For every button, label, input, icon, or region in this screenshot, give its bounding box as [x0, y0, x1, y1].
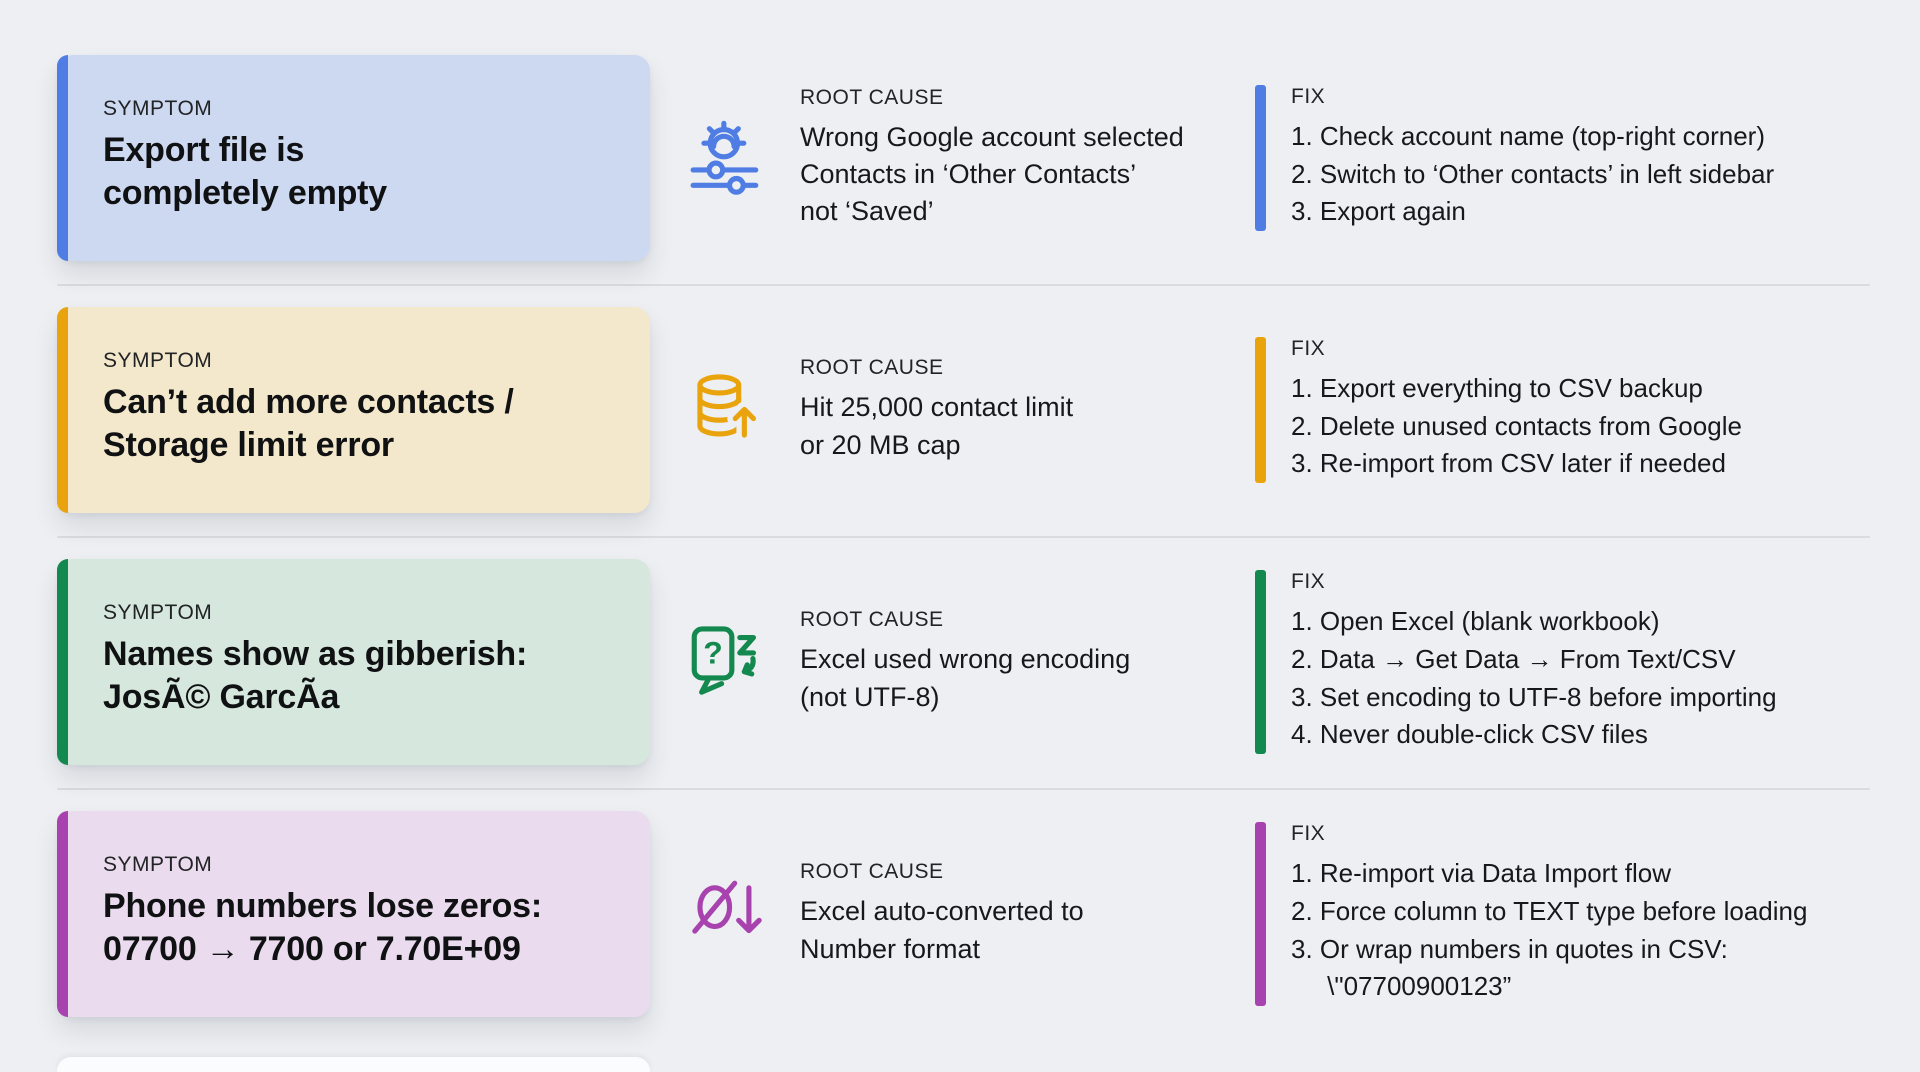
- row-divider: [57, 536, 1870, 538]
- troubleshoot-row-encoding: SYMPTOM Names show as gibberish: JosÃ© G…: [57, 559, 1870, 765]
- svg-text:?: ?: [703, 635, 722, 671]
- settings-sliders-icon: [684, 117, 766, 199]
- root-cause-icon-cell: [650, 873, 800, 955]
- troubleshoot-row-leading-zeros: SYMPTOM Phone numbers lose zeros: 07700 …: [57, 811, 1870, 1017]
- fix-step: 3. Set encoding to UTF-8 before importin…: [1291, 681, 1777, 712]
- fix-step: 3. Or wrap numbers in quotes in CSV: \"0…: [1291, 933, 1728, 1002]
- fix-step: 3. Re-import from CSV later if needed: [1291, 448, 1726, 479]
- fix-step: 2. Switch to ‘Other contacts’ in left si…: [1291, 158, 1775, 189]
- fix-accent-bar: [1255, 569, 1266, 755]
- root-cause-icon-cell: [650, 117, 800, 199]
- fix-block: FIX 1. Open Excel (blank workbook) 2. Da…: [1255, 569, 1870, 755]
- encoding-question-icon: ?: [684, 621, 766, 703]
- fix-step: 1. Open Excel (blank workbook): [1291, 605, 1660, 636]
- root-cause-text: Hit 25,000 contact limit or 20 MB cap: [800, 392, 1074, 460]
- fix-step: 1. Export everything to CSV backup: [1291, 372, 1703, 403]
- fix-block: FIX 1. Check account name (top-right cor…: [1255, 84, 1870, 232]
- partial-next-card: [57, 1057, 650, 1072]
- root-cause-block: ROOT CAUSE Excel used wrong encoding (no…: [800, 608, 1255, 716]
- symptom-title: Can’t add more contacts / Storage limit …: [103, 383, 514, 464]
- root-cause-label: ROOT CAUSE: [800, 356, 944, 380]
- fix-accent-bar: [1255, 821, 1266, 1007]
- fix-body: FIX 1. Check account name (top-right cor…: [1291, 85, 1774, 232]
- root-cause-block: ROOT CAUSE Excel auto-converted to Numbe…: [800, 860, 1255, 968]
- fix-step: 2. Force column to TEXT type before load…: [1291, 895, 1808, 926]
- root-cause-block: ROOT CAUSE Hit 25,000 contact limit or 2…: [800, 356, 1255, 464]
- symptom-title: Names show as gibberish: JosÃ© GarcÃ­a: [103, 635, 528, 716]
- fix-body: FIX 1. Export everything to CSV backup 2…: [1291, 337, 1742, 484]
- root-cause-label: ROOT CAUSE: [800, 608, 944, 632]
- fix-step: 1. Check account name (top-right corner): [1291, 120, 1765, 151]
- root-cause-icon-cell: ?: [650, 621, 800, 703]
- root-cause-label: ROOT CAUSE: [800, 860, 944, 884]
- troubleshoot-row-storage-limit: SYMPTOM Can’t add more contacts / Storag…: [57, 307, 1870, 513]
- symptom-label: SYMPTOM: [103, 349, 213, 372]
- root-cause-text: Wrong Google account selected Contacts i…: [800, 121, 1184, 227]
- symptom-label: SYMPTOM: [103, 97, 213, 120]
- root-cause-block: ROOT CAUSE Wrong Google account selected…: [800, 86, 1255, 231]
- fix-accent-bar: [1255, 84, 1266, 232]
- symptom-accent-bar: [57, 55, 68, 261]
- symptom-card: SYMPTOM Names show as gibberish: JosÃ© G…: [57, 559, 650, 765]
- troubleshoot-row-export-empty: SYMPTOM Export file is completely empty: [57, 55, 1870, 261]
- row-divider: [57, 284, 1870, 286]
- row-divider: [57, 788, 1870, 790]
- root-cause-label: ROOT CAUSE: [800, 85, 944, 109]
- fix-accent-bar: [1255, 336, 1266, 484]
- symptom-accent-bar: [57, 811, 68, 1017]
- fix-label: FIX: [1291, 569, 1326, 593]
- symptom-card: SYMPTOM Phone numbers lose zeros: 07700 …: [57, 811, 650, 1017]
- fix-block: FIX 1. Re-import via Data Import flow 2.…: [1255, 821, 1870, 1007]
- symptom-label: SYMPTOM: [103, 853, 213, 876]
- fix-body: FIX 1. Re-import via Data Import flow 2.…: [1291, 822, 1807, 1007]
- fix-step: 4. Never double-click CSV files: [1291, 719, 1648, 750]
- symptom-accent-bar: [57, 559, 68, 765]
- symptom-accent-bar: [57, 307, 68, 513]
- root-cause-text: Excel used wrong encoding (not UTF-8): [800, 644, 1131, 712]
- fix-block: FIX 1. Export everything to CSV backup 2…: [1255, 336, 1870, 484]
- fix-step: 1. Re-import via Data Import flow: [1291, 857, 1672, 888]
- fix-label: FIX: [1291, 821, 1326, 845]
- fix-label: FIX: [1291, 84, 1326, 108]
- symptom-card: SYMPTOM Export file is completely empty: [57, 55, 650, 261]
- symptom-title: Export file is completely empty: [103, 131, 388, 212]
- fix-step: 2. Delete unused contacts from Google: [1291, 410, 1742, 441]
- database-limit-icon: [684, 369, 766, 451]
- zero-slash-arrow-icon: [684, 873, 766, 955]
- fix-step: 3. Export again: [1291, 196, 1466, 227]
- symptom-label: SYMPTOM: [103, 601, 213, 624]
- fix-label: FIX: [1291, 336, 1326, 360]
- fix-step: 2. Data → Get Data → From Text/CSV: [1291, 643, 1736, 674]
- symptom-title: Phone numbers lose zeros: 07700 → 7700 o…: [103, 887, 542, 968]
- fix-body: FIX 1. Open Excel (blank workbook) 2. Da…: [1291, 570, 1777, 755]
- root-cause-text: Excel auto-converted to Number format: [800, 896, 1084, 964]
- root-cause-icon-cell: [650, 369, 800, 451]
- symptom-card: SYMPTOM Can’t add more contacts / Storag…: [57, 307, 650, 513]
